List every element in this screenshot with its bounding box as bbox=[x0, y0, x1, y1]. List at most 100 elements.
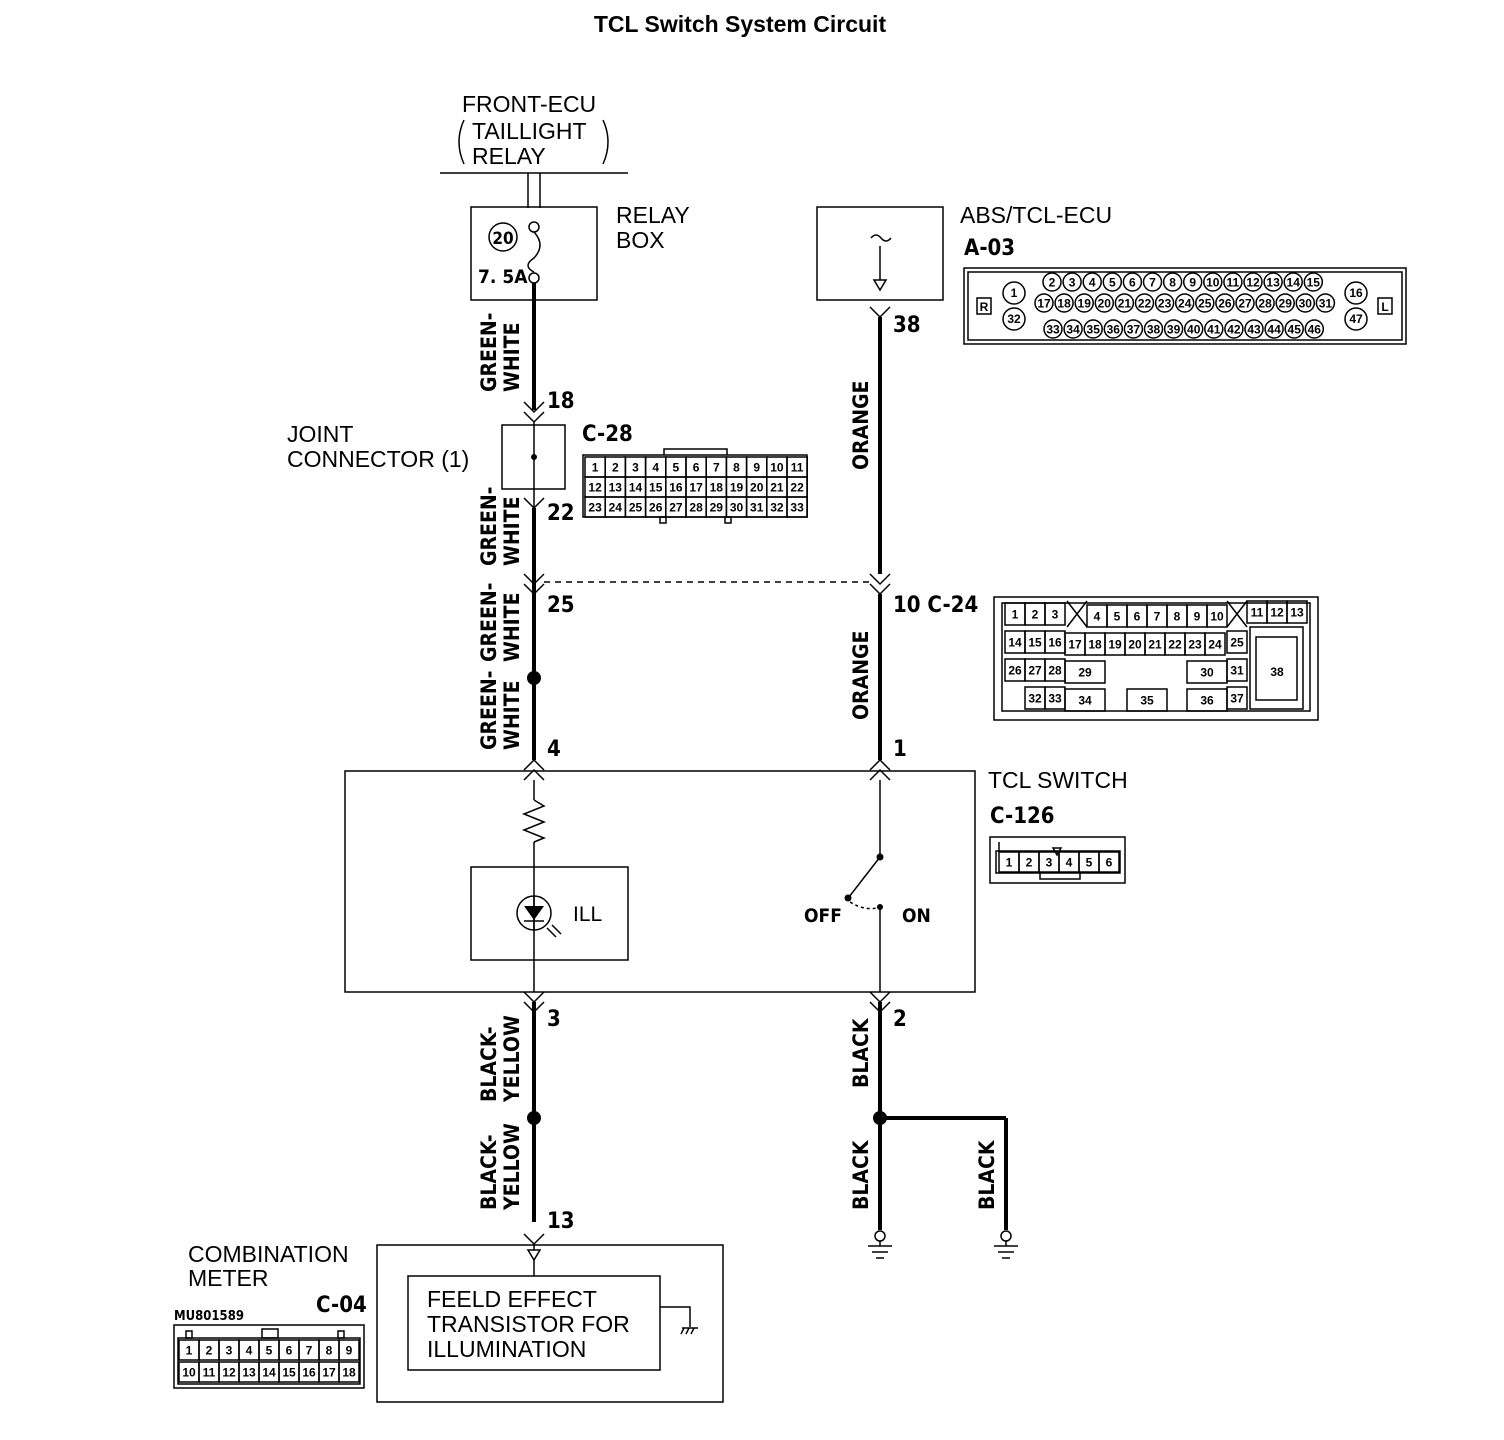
c24-pin-28: 28 bbox=[1048, 664, 1062, 678]
c28-pin-8: 8 bbox=[733, 461, 740, 475]
wire-label-gw1a: GREEN- bbox=[477, 312, 501, 392]
switch-on-label: ON bbox=[902, 905, 931, 927]
wire-label-black3: BLACK bbox=[975, 1139, 999, 1210]
c24-pin-7: 7 bbox=[1154, 610, 1161, 624]
meter-label-1: COMBINATION bbox=[188, 1241, 349, 1267]
a03-pin-ring bbox=[1034, 293, 1054, 313]
c04-cell bbox=[338, 1361, 360, 1383]
fet-line-1: FEELD EFFECT bbox=[427, 1286, 597, 1312]
a03-pin-ring bbox=[1154, 293, 1175, 313]
a03-pin-44: 44 bbox=[1267, 323, 1281, 337]
a03-pin-12: 12 bbox=[1246, 276, 1260, 290]
a03-pin-17: 17 bbox=[1037, 297, 1051, 311]
c04-pin-7: 7 bbox=[306, 1344, 313, 1358]
pin-2: 2 bbox=[893, 1007, 907, 1032]
a03-pin-30: 30 bbox=[1299, 297, 1313, 311]
c24-pin-1: 1 bbox=[1012, 608, 1019, 622]
c24-pin-25: 25 bbox=[1230, 636, 1244, 650]
a03-pin-ring bbox=[1295, 293, 1316, 313]
joint-connector-id: C-28 bbox=[582, 422, 633, 447]
c24-blank-mark bbox=[1066, 600, 1088, 628]
front-ecu-relay-line2: RELAY bbox=[472, 143, 546, 169]
c28-pin-21: 21 bbox=[770, 481, 784, 495]
a03-pin-26: 26 bbox=[1218, 297, 1232, 311]
a03-pin-ring bbox=[1263, 272, 1283, 292]
a03-pin-ring bbox=[1244, 319, 1264, 339]
a03-pin-ring bbox=[1284, 319, 1304, 339]
a03-pin-ring bbox=[1054, 293, 1074, 313]
a03-pin-7: 7 bbox=[1149, 276, 1156, 290]
meter-label-2: METER bbox=[188, 1265, 269, 1291]
c04-pin-4: 4 bbox=[246, 1344, 253, 1358]
a03-pin-ring bbox=[1102, 272, 1123, 292]
diagram-title: TCL Switch System Circuit bbox=[594, 11, 887, 37]
a03-pin-31: 31 bbox=[1319, 297, 1333, 311]
a03-pin-19: 19 bbox=[1078, 297, 1092, 311]
a03-side-l: L bbox=[1381, 300, 1388, 314]
a03-pin-ring bbox=[1215, 293, 1235, 313]
joint-connector: JOINT CONNECTOR (1) C-28 bbox=[287, 401, 633, 510]
c24-pin-16: 16 bbox=[1048, 636, 1062, 650]
a03-pin-ring bbox=[1315, 293, 1336, 313]
c28-pin-13: 13 bbox=[609, 481, 623, 495]
ill-label: ILL bbox=[573, 903, 602, 926]
c126-pin-6: 6 bbox=[1106, 856, 1113, 870]
a03-pin-ring bbox=[1195, 293, 1215, 313]
c28-pin-4: 4 bbox=[652, 461, 659, 475]
ground-icon bbox=[994, 1230, 1018, 1259]
c24-pin-8: 8 bbox=[1174, 610, 1181, 624]
a03-pin-32: 32 bbox=[1007, 312, 1021, 326]
c28-pin-2: 2 bbox=[612, 461, 619, 475]
a03-pin-41: 41 bbox=[1207, 323, 1221, 337]
a03-pin-38: 38 bbox=[1147, 323, 1161, 337]
tcl-switch-connector: C-126 bbox=[990, 804, 1055, 829]
c28-pin-15: 15 bbox=[649, 481, 663, 495]
a03-pin-5: 5 bbox=[1109, 276, 1116, 290]
c28-pin-31: 31 bbox=[750, 501, 764, 515]
c24-cell bbox=[1044, 602, 1066, 626]
c04-pin-3: 3 bbox=[226, 1344, 233, 1358]
splice-green-white bbox=[527, 671, 541, 685]
a03-pin-15: 15 bbox=[1307, 276, 1321, 290]
c28-pin-26: 26 bbox=[649, 501, 663, 515]
c24-pin-31: 31 bbox=[1230, 664, 1244, 678]
a03-pin-ring bbox=[1082, 272, 1102, 292]
a03-pin-8: 8 bbox=[1169, 276, 1176, 290]
c28-pin-6: 6 bbox=[693, 461, 700, 475]
abs-ecu-name: ABS/TCL-ECU bbox=[960, 202, 1112, 228]
a03-pin-ring bbox=[1203, 272, 1223, 292]
c24-cell bbox=[1206, 604, 1228, 628]
c28-pin-30: 30 bbox=[730, 501, 744, 515]
a03-pin-21: 21 bbox=[1118, 297, 1132, 311]
wire-label-black2: BLACK bbox=[849, 1139, 873, 1210]
c04-pin-16: 16 bbox=[302, 1366, 316, 1380]
c04-pin-17: 17 bbox=[322, 1366, 336, 1380]
a03-pin-33: 33 bbox=[1046, 323, 1060, 337]
c24-cell bbox=[1064, 660, 1106, 684]
wire-label-gw3a: GREEN- bbox=[477, 582, 501, 662]
c28-pin-12: 12 bbox=[588, 481, 602, 495]
c24-cell bbox=[1226, 686, 1248, 710]
c126-pin-3: 3 bbox=[1046, 856, 1053, 870]
a03-pin-ring bbox=[1204, 319, 1224, 339]
c28-pin-3: 3 bbox=[632, 461, 639, 475]
a03-pin-ring bbox=[1062, 272, 1082, 292]
a03-pin-ring bbox=[1183, 319, 1204, 339]
a03-pin-ring bbox=[1094, 293, 1115, 313]
a03-pin-42: 42 bbox=[1227, 323, 1241, 337]
joint-connector-label-1: JOINT bbox=[287, 421, 353, 447]
wire-labels: GREEN- WHITE GREEN- WHITE GREEN- WHITE G… bbox=[477, 312, 999, 1211]
relay-box-label-1: RELAY bbox=[616, 202, 690, 228]
a03-pin-20: 20 bbox=[1098, 297, 1112, 311]
c24-pin-32: 32 bbox=[1028, 692, 1042, 706]
meter-connector: C-04 bbox=[316, 1293, 367, 1318]
c24-pin-3: 3 bbox=[1052, 608, 1059, 622]
a03-pin-37: 37 bbox=[1127, 323, 1141, 337]
c24-pin-18: 18 bbox=[1088, 638, 1102, 652]
c28-pin-22: 22 bbox=[790, 481, 804, 495]
a03-pin-47: 47 bbox=[1349, 312, 1363, 326]
switch-off-label: OFF bbox=[804, 905, 842, 927]
a03-pin-ring bbox=[1174, 293, 1195, 313]
front-ecu: FRONT-ECU TAILLIGHT RELAY bbox=[440, 91, 628, 208]
